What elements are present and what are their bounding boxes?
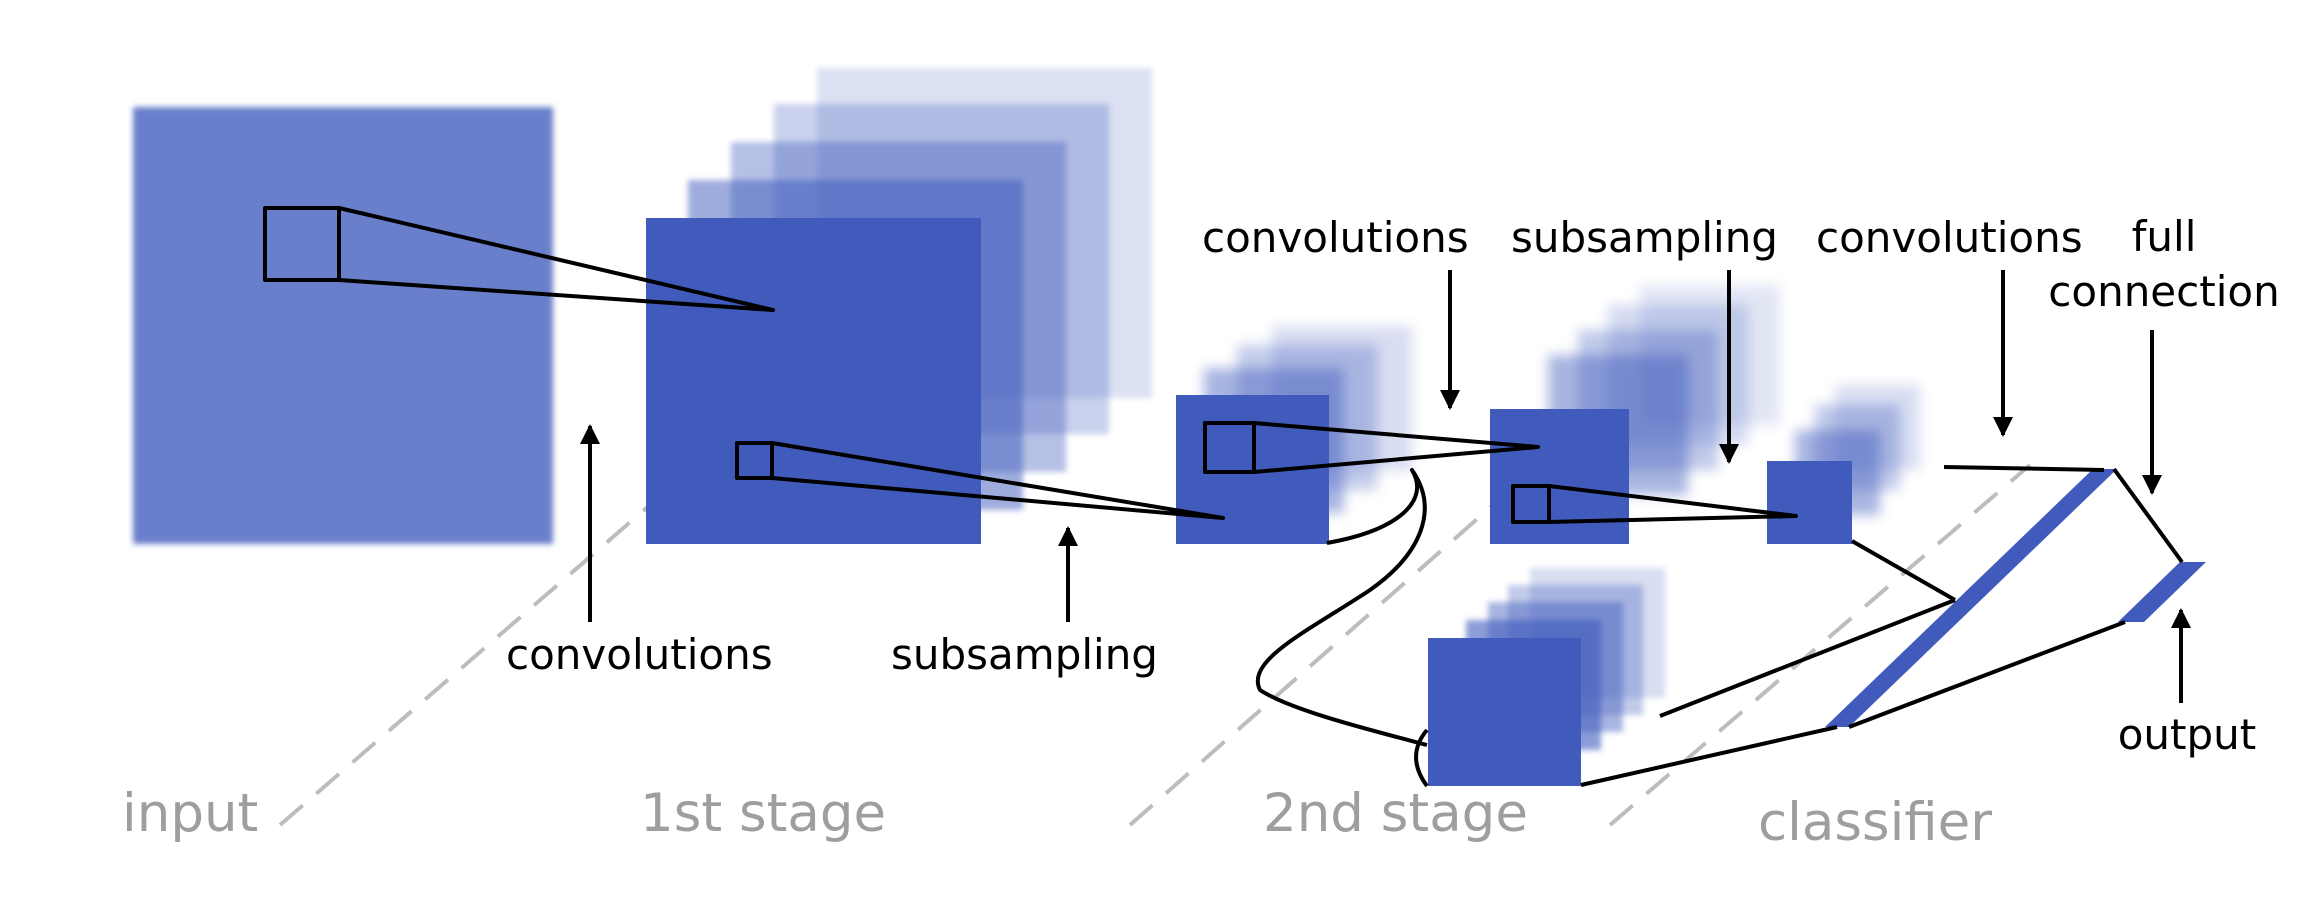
stage1-feature-maps [646,68,1152,544]
label-conv-1: convolutions [506,630,773,679]
label-full-line1: full [2132,212,2197,261]
fc-line-top [1943,465,2105,472]
stage-label-2nd: 2nd stage [1263,783,1528,844]
fc-line-lower-upper [1659,598,1956,718]
stage1-subsampled-maps [1176,326,1412,544]
full-connection-lines [1580,465,2184,787]
stage1-receptive-field [735,441,774,480]
stage1-projection [771,441,1225,520]
lower-branch-bracket [1414,728,1429,788]
stage-label-classifier: classifier [1758,792,1992,853]
divider-stage1-stage2 [1128,488,1512,827]
label-conv-3: convolutions [1816,213,2083,262]
label-output: output [2118,710,2257,759]
fc-line-output-top [2112,467,2184,564]
conv2-receptive-field [1511,484,1551,524]
conv2-projection [1548,484,1798,524]
lower-branch-maps [1428,568,1665,786]
fc-line-sub2 [1851,539,1956,602]
conv2-front [1490,409,1629,544]
label-subsampling-1: subsampling [891,630,1158,679]
label-subsampling-2: subsampling [1511,213,1778,262]
input-image [133,107,553,544]
branch-connection-curve [1255,468,1428,747]
arrows [580,270,2191,703]
stage2-subsampled-maps [1767,385,1920,544]
sub1-projection [1253,421,1540,474]
input-receptive-field [263,206,341,282]
lower-front [1428,638,1581,786]
divider-stage2-classifier [1608,463,2032,827]
classifier-output-layer [2118,562,2206,622]
label-conv-2: convolutions [1202,213,1469,262]
stage-label-input: input [122,783,258,844]
stage1-map-front [646,218,981,544]
fc-line-lower-bottom [1580,725,1838,787]
label-full-line2: connection [2048,267,2279,316]
input-projection [338,206,775,312]
receptive-fields [263,206,1798,524]
classifier-hidden-layer [1825,469,2117,727]
stage2-conv-maps [1490,285,1780,544]
stage-label-1st: 1st stage [640,783,886,844]
sub2-front [1767,461,1852,544]
sub1-receptive-field [1203,421,1256,474]
fc-line-output-bottom [1848,620,2126,729]
